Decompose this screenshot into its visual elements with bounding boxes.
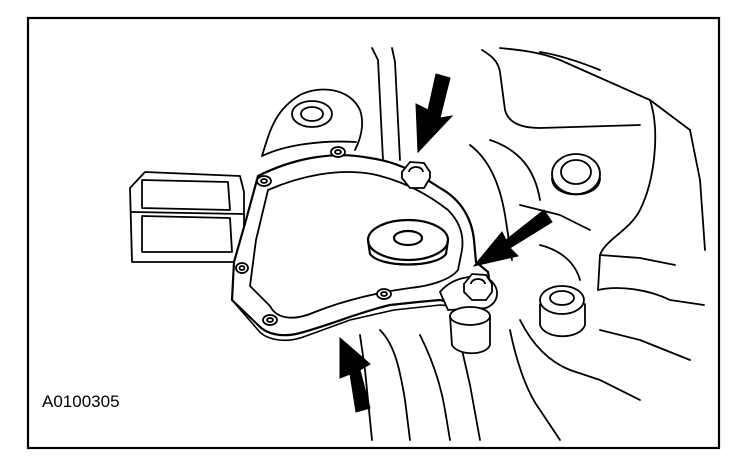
lower-retaining-bolt [438, 273, 498, 355]
arrow-bottom-flange [339, 336, 371, 413]
arrow-right-bolt [472, 209, 553, 267]
arrow-top-bolt [415, 73, 454, 154]
callout-arrows [339, 73, 553, 413]
range-sensor-switch [230, 154, 494, 342]
figure-frame [26, 16, 721, 450]
mounting-holes [235, 146, 392, 326]
transmission-case [129, 47, 706, 441]
top-retaining-bolt [400, 161, 432, 189]
figure-reference-code: A0100305 [42, 392, 120, 411]
